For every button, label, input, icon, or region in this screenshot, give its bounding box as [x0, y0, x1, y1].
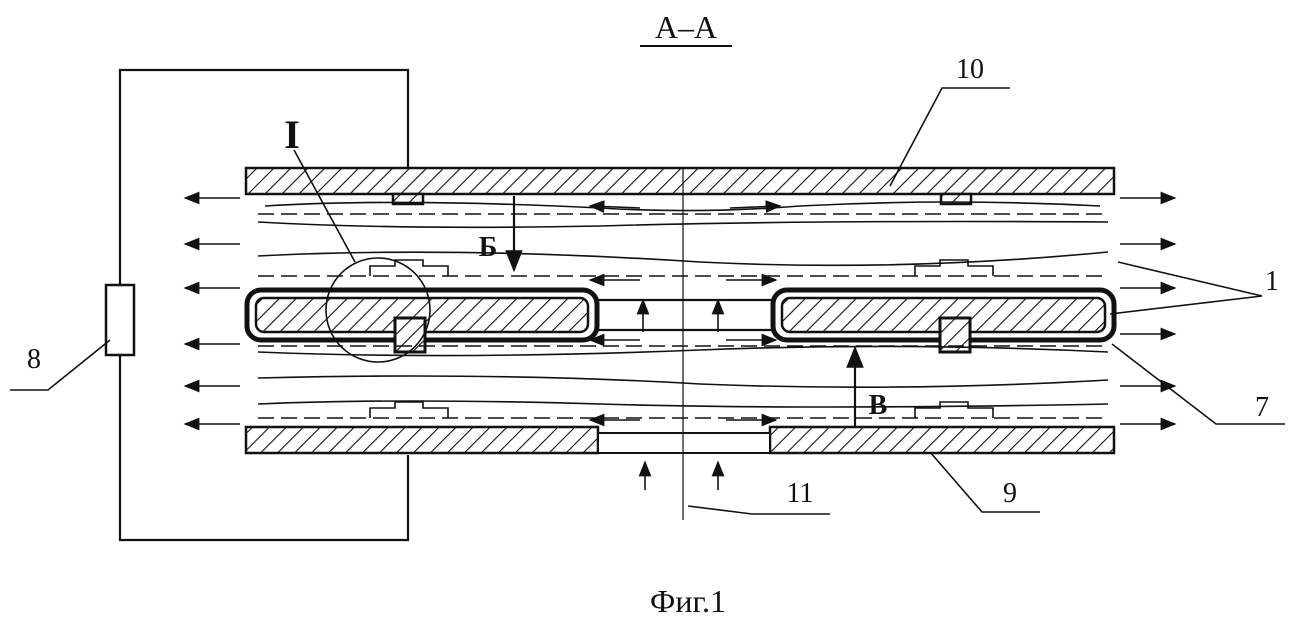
callout-9: 9 — [930, 452, 1040, 512]
callout-1-label: 1 — [1265, 266, 1279, 297]
callout-11: 11 — [688, 478, 830, 514]
callout-11-label: 11 — [787, 478, 814, 509]
left-flow-arrows — [185, 198, 240, 424]
top-plate — [246, 168, 1114, 204]
detail-label: I — [284, 112, 300, 157]
right-flow-arrows — [1120, 198, 1175, 424]
section-label: А–А — [655, 9, 717, 45]
callout-8-label: 8 — [27, 344, 41, 375]
callout-8: 8 — [10, 340, 110, 390]
view-label-b: Б — [479, 232, 498, 263]
middle-electrode — [247, 290, 1114, 352]
view-arrow-v: В — [855, 348, 887, 428]
callout-9-label: 9 — [1003, 478, 1017, 509]
view-arrow-b: Б — [479, 196, 514, 270]
resistor — [106, 285, 134, 355]
callout-7: 7 — [1112, 344, 1285, 424]
view-label-v: В — [869, 390, 888, 421]
callout-10: 10 — [890, 54, 1010, 186]
callout-7-label: 7 — [1255, 392, 1269, 423]
callout-10-label: 10 — [956, 54, 984, 85]
bottom-plate — [246, 427, 1114, 453]
figure-caption: Фиг.1 — [650, 583, 726, 619]
